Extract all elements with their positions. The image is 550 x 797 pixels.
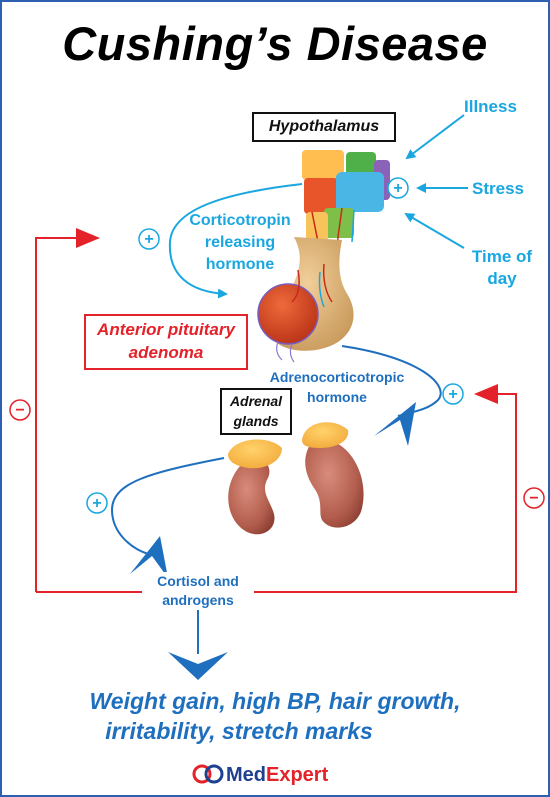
- logo-mark: [192, 764, 224, 784]
- plus-sign: +: [448, 386, 457, 403]
- pituitary-illustration: [257, 237, 354, 363]
- page-title: Cushing’s Disease: [62, 17, 488, 70]
- logo: MedExpert: [226, 762, 328, 788]
- cortisol-label: Cortisol and androgens: [142, 572, 254, 610]
- hypothalamus-illustration: [302, 150, 390, 273]
- cortisol-arrow: [110, 457, 225, 578]
- outcome-line-2: irritability, stretch marks: [105, 718, 373, 744]
- kidneys-illustration: [228, 422, 364, 535]
- acth-label: Adrenocorticotropic hormone: [252, 367, 422, 407]
- adrenal-line-1: Adrenal: [229, 393, 283, 409]
- stimulus-arrows: [404, 114, 468, 249]
- acth-arrow: [341, 345, 442, 446]
- minus-sign: −: [529, 490, 538, 507]
- outcome-arrow: [168, 610, 228, 680]
- cortisol-line-2: androgens: [162, 592, 234, 608]
- plus-sign: +: [393, 180, 402, 197]
- logo-text-2: Expert: [266, 764, 329, 786]
- crh-line-1: Corticotropin: [189, 212, 291, 229]
- outcome-line-1: Weight gain, high BP, hair growth,: [89, 688, 461, 714]
- plus-sign: +: [92, 495, 101, 512]
- pituitary-adenoma-label: Anterior pituitary adenoma: [84, 314, 248, 370]
- plus-sign: +: [144, 231, 153, 248]
- crh-line-3: hormone: [205, 256, 275, 273]
- stimulus-time-of-day: Time of day: [471, 247, 533, 288]
- acth-line-1: Adrenocorticotropic: [269, 369, 405, 385]
- pituitary-line-2: adenoma: [128, 343, 204, 362]
- logo-text-1: Med: [226, 764, 266, 786]
- crh-line-2: releasing: [204, 234, 276, 251]
- stimulus-stress: Stress: [472, 179, 524, 198]
- pituitary-line-1: Anterior pituitary: [97, 320, 235, 339]
- negative-feedback-loops: [35, 228, 517, 593]
- cortisol-line-1: Cortisol and: [157, 573, 239, 589]
- acth-line-2: hormone: [307, 389, 367, 405]
- adrenal-line-2: glands: [233, 413, 279, 429]
- hypothalamus-label: Hypothalamus: [252, 112, 396, 142]
- minus-sign: −: [15, 402, 24, 419]
- crh-arrow: [168, 183, 303, 299]
- adrenal-glands-label: Adrenal glands: [220, 388, 292, 435]
- sign-markers: + + + + − −: [9, 177, 545, 514]
- stimulus-illness: Illness: [464, 97, 517, 116]
- crh-label: Corticotropin releasing hormone: [170, 210, 310, 276]
